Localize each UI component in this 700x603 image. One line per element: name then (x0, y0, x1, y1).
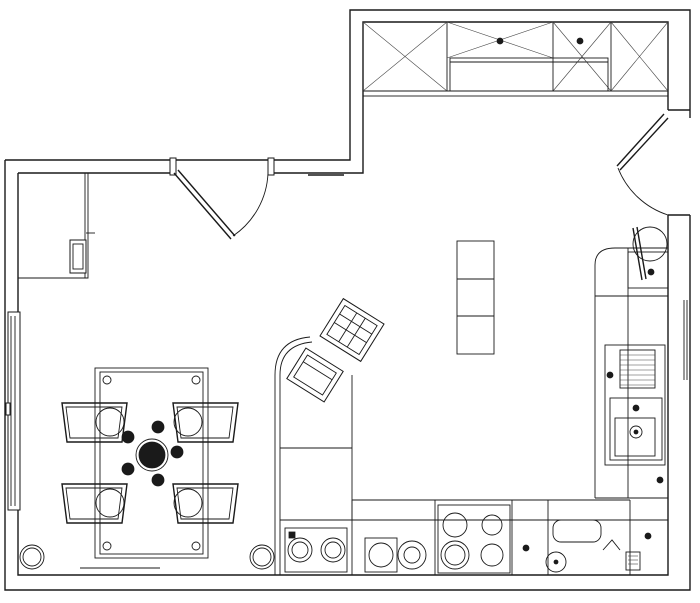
door-jamb (267, 157, 275, 176)
bar-fridge (545, 519, 652, 573)
chair-icon (172, 402, 239, 443)
armchair-icon (286, 347, 344, 403)
corner-appliance (627, 226, 669, 289)
plant-pot (249, 544, 275, 570)
door-swing-icon (616, 113, 669, 216)
door-swing-icon (173, 169, 269, 240)
door-jamb (169, 157, 177, 176)
upper-cabinets (362, 21, 669, 97)
bottom-counter (280, 499, 668, 575)
door-leaf (177, 169, 236, 237)
door-arc (232, 172, 269, 237)
right-counter (594, 247, 668, 499)
inner-wall-top (272, 21, 669, 174)
outer-wall-right (4, 160, 691, 591)
left-window (5, 311, 21, 511)
chair-icon (61, 402, 128, 443)
door-leaf (173, 172, 232, 240)
kitchen-island (456, 240, 495, 355)
plant-pot (19, 544, 45, 570)
door-leaf (616, 113, 665, 167)
chair-icon (172, 483, 239, 524)
washer-appliance (284, 527, 348, 573)
door-arc (617, 167, 669, 216)
walls (4, 9, 691, 591)
door-leaf (619, 117, 669, 171)
sink-icon (604, 344, 666, 484)
armchair-icon (319, 297, 385, 363)
right-window (683, 300, 688, 380)
dryer-appliance (364, 537, 427, 573)
cooktop-burner-icon (437, 504, 530, 574)
outer-wall (5, 9, 691, 161)
dining-rug (94, 367, 209, 559)
chair-icon (61, 483, 128, 524)
inner-wall-right (17, 173, 669, 576)
peninsula-counter (274, 336, 353, 575)
table-centerpiece (121, 420, 184, 487)
closet-unit (18, 173, 95, 279)
